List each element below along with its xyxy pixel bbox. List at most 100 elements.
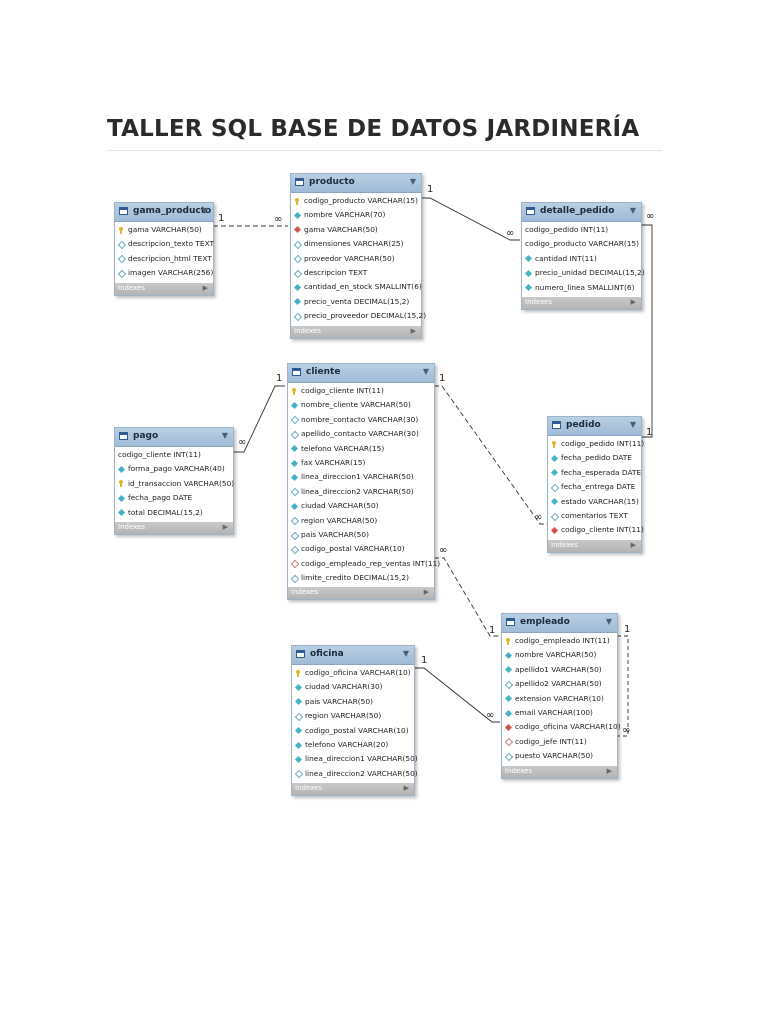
column-row[interactable]: fax VARCHAR(15)	[288, 456, 434, 470]
expand-arrow-icon[interactable]: ▶	[423, 588, 429, 597]
column-row[interactable]: fecha_pedido DATE	[548, 451, 641, 465]
column-row[interactable]: nombre_contacto VARCHAR(30)	[288, 413, 434, 427]
expand-arrow-icon[interactable]: ▶	[403, 784, 409, 793]
column-row[interactable]: fecha_entrega DATE	[548, 480, 641, 494]
column-row[interactable]: limite_credito DECIMAL(15,2)	[288, 571, 434, 585]
column-row[interactable]: gama VARCHAR(50)	[115, 223, 213, 237]
column-row[interactable]: numero_linea SMALLINT(6)	[522, 281, 641, 295]
table-header[interactable]: empleado▼	[502, 614, 617, 633]
expand-arrow-icon[interactable]: ▶	[410, 326, 416, 335]
column-row[interactable]: ciudad VARCHAR(30)	[292, 680, 414, 694]
column-row[interactable]: puesto VARCHAR(50)	[502, 749, 617, 763]
indexes-bar[interactable]: Indexes▶	[522, 296, 641, 309]
column-row[interactable]: codigo_empleado_rep_ventas INT(11)	[288, 557, 440, 571]
collapse-arrow-icon[interactable]: ▼	[409, 177, 416, 186]
column-row[interactable]: codigo_jefe INT(11)	[502, 735, 617, 749]
indexes-bar[interactable]: Indexes▶	[548, 539, 641, 552]
table-header[interactable]: detalle_pedido▼	[522, 203, 641, 222]
column-row[interactable]: fecha_esperada DATE	[548, 466, 641, 480]
table-header[interactable]: oficina▼	[292, 646, 414, 665]
column-row[interactable]: codigo_postal VARCHAR(10)	[292, 724, 414, 738]
column-row[interactable]: precio_venta DECIMAL(15,2)	[291, 295, 421, 309]
column-row[interactable]: codigo_postal VARCHAR(10)	[288, 542, 434, 556]
column-row[interactable]: apellido2 VARCHAR(50)	[502, 677, 617, 691]
column-row[interactable]: pais VARCHAR(50)	[288, 528, 434, 542]
collapse-arrow-icon[interactable]: ▼	[221, 431, 228, 440]
column-row[interactable]: gama VARCHAR(50)	[291, 223, 421, 237]
column-row[interactable]: cantidad_en_stock SMALLINT(6)	[291, 280, 422, 294]
table-header[interactable]: producto▼	[291, 174, 421, 193]
collapse-arrow-icon[interactable]: ▼	[201, 206, 208, 215]
column-row[interactable]: imagen VARCHAR(256)	[115, 266, 213, 280]
column-row[interactable]: region VARCHAR(50)	[292, 709, 414, 723]
table-header[interactable]: pago▼	[115, 428, 233, 447]
column-row[interactable]: descripcion_texto TEXT	[115, 237, 214, 251]
table-header[interactable]: gama_producto▼	[115, 203, 213, 222]
column-row[interactable]: linea_direccion1 VARCHAR(50)	[292, 752, 418, 766]
column-row[interactable]: descripcion_html TEXT	[115, 252, 213, 266]
indexes-bar[interactable]: Indexes▶	[291, 325, 421, 338]
column-row[interactable]: telefono VARCHAR(15)	[288, 442, 434, 456]
collapse-arrow-icon[interactable]: ▼	[629, 206, 636, 215]
column-row[interactable]: region VARCHAR(50)	[288, 514, 434, 528]
column-row[interactable]: precio_proveedor DECIMAL(15,2)	[291, 309, 426, 323]
indexes-bar[interactable]: Indexes▶	[292, 783, 414, 796]
column-row[interactable]: apellido1 VARCHAR(50)	[502, 663, 617, 677]
table-empleado[interactable]: empleado▼codigo_empleado INT(11)nombre V…	[501, 613, 621, 779]
column-row[interactable]: cantidad INT(11)	[522, 252, 641, 266]
column-row[interactable]: codigo_oficina VARCHAR(10)	[502, 720, 621, 734]
table-header[interactable]: pedido▼	[548, 417, 641, 436]
indexes-bar[interactable]: Indexes▶	[115, 282, 213, 295]
column-row[interactable]: email VARCHAR(100)	[502, 706, 617, 720]
column-row[interactable]: nombre VARCHAR(70)	[291, 208, 421, 222]
collapse-arrow-icon[interactable]: ▼	[605, 617, 612, 626]
table-pago[interactable]: pago▼codigo_cliente INT(11)forma_pago VA…	[114, 427, 234, 535]
table-pedido[interactable]: pedido▼codigo_pedido INT(11)fecha_pedido…	[547, 416, 644, 553]
column-row[interactable]: codigo_producto VARCHAR(15)	[522, 237, 641, 251]
indexes-bar[interactable]: Indexes▶	[288, 587, 434, 600]
collapse-arrow-icon[interactable]: ▼	[402, 649, 409, 658]
column-row[interactable]: extension VARCHAR(10)	[502, 692, 617, 706]
column-row[interactable]: nombre VARCHAR(50)	[502, 648, 617, 662]
column-row[interactable]: codigo_pedido INT(11)	[548, 437, 644, 451]
column-row[interactable]: linea_direccion2 VARCHAR(50)	[288, 485, 434, 499]
indexes-bar[interactable]: Indexes▶	[115, 521, 233, 534]
column-row[interactable]: fecha_pago DATE	[115, 491, 233, 505]
table-header[interactable]: cliente▼	[288, 364, 434, 383]
column-row[interactable]: apellido_contacto VARCHAR(30)	[288, 427, 434, 441]
table-gama-producto[interactable]: gama_producto▼gama VARCHAR(50)descripcio…	[114, 202, 214, 296]
column-row[interactable]: estado VARCHAR(15)	[548, 495, 641, 509]
column-row[interactable]: total DECIMAL(15,2)	[115, 506, 233, 520]
column-row[interactable]: codigo_cliente INT(11)	[288, 384, 434, 398]
expand-arrow-icon[interactable]: ▶	[606, 766, 612, 775]
column-row[interactable]: codigo_cliente INT(11)	[115, 448, 233, 462]
table-producto[interactable]: producto▼codigo_producto VARCHAR(15)nomb…	[290, 173, 426, 339]
table-cliente[interactable]: cliente▼codigo_cliente INT(11)nombre_cli…	[287, 363, 440, 601]
column-row[interactable]: comentarios TEXT	[548, 509, 641, 523]
column-row[interactable]: linea_direccion2 VARCHAR(50)	[292, 767, 418, 781]
column-row[interactable]: dimensiones VARCHAR(25)	[291, 237, 421, 251]
expand-arrow-icon[interactable]: ▶	[222, 522, 228, 531]
expand-arrow-icon[interactable]: ▶	[202, 283, 208, 292]
column-row[interactable]: proveedor VARCHAR(50)	[291, 252, 421, 266]
column-row[interactable]: id_transaccion VARCHAR(50)	[115, 477, 234, 491]
column-row[interactable]: codigo_oficina VARCHAR(10)	[292, 666, 414, 680]
table-detalle-pedido[interactable]: detalle_pedido▼codigo_pedido INT(11)codi…	[521, 202, 645, 310]
column-row[interactable]: codigo_empleado INT(11)	[502, 634, 617, 648]
column-row[interactable]: ciudad VARCHAR(50)	[288, 499, 434, 513]
indexes-bar[interactable]: Indexes▶	[502, 765, 617, 778]
column-row[interactable]: telefono VARCHAR(20)	[292, 738, 414, 752]
column-row[interactable]: pais VARCHAR(50)	[292, 695, 414, 709]
expand-arrow-icon[interactable]: ▶	[630, 297, 636, 306]
column-row[interactable]: linea_direccion1 VARCHAR(50)	[288, 470, 434, 484]
collapse-arrow-icon[interactable]: ▼	[629, 420, 636, 429]
column-row[interactable]: codigo_producto VARCHAR(15)	[291, 194, 421, 208]
table-oficina[interactable]: oficina▼codigo_oficina VARCHAR(10)ciudad…	[291, 645, 418, 797]
column-row[interactable]: descripcion TEXT	[291, 266, 421, 280]
column-row[interactable]: nombre_cliente VARCHAR(50)	[288, 398, 434, 412]
column-row[interactable]: codigo_pedido INT(11)	[522, 223, 641, 237]
expand-arrow-icon[interactable]: ▶	[630, 540, 636, 549]
column-row[interactable]: forma_pago VARCHAR(40)	[115, 462, 233, 476]
column-row[interactable]: codigo_cliente INT(11)	[548, 523, 644, 537]
column-row[interactable]: precio_unidad DECIMAL(15,2)	[522, 266, 645, 280]
